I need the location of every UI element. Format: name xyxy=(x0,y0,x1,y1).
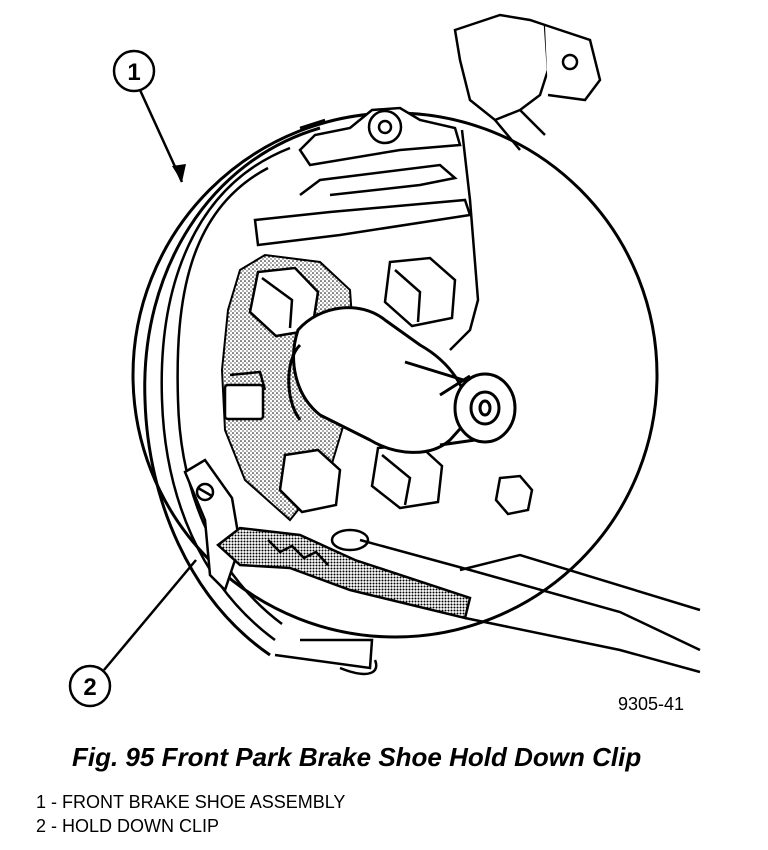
legend: 1 - FRONT BRAKE SHOE ASSEMBLY 2 - HOLD D… xyxy=(36,790,345,838)
figure-id: 9305-41 xyxy=(618,694,685,714)
callout-1-number: 1 xyxy=(127,59,140,86)
legend-item: 2 - HOLD DOWN CLIP xyxy=(36,816,220,836)
axle-shaft xyxy=(287,306,517,454)
callout-2: 2 xyxy=(68,559,197,708)
brake-illustration: 1 2 xyxy=(68,13,701,708)
upper-bracket xyxy=(453,13,602,151)
pliers xyxy=(216,526,701,674)
axle-bolts xyxy=(248,256,534,516)
callout-1: 1 xyxy=(112,49,186,183)
legend-item: 1 - FRONT BRAKE SHOE ASSEMBLY xyxy=(36,792,346,812)
upper-adjuster xyxy=(253,106,480,351)
hold-down-clip xyxy=(183,458,242,593)
anchor-pin xyxy=(223,370,267,421)
callout-2-number: 2 xyxy=(83,674,96,701)
figure-caption: Fig. 95 Front Park Brake Shoe Hold Down … xyxy=(72,742,642,772)
